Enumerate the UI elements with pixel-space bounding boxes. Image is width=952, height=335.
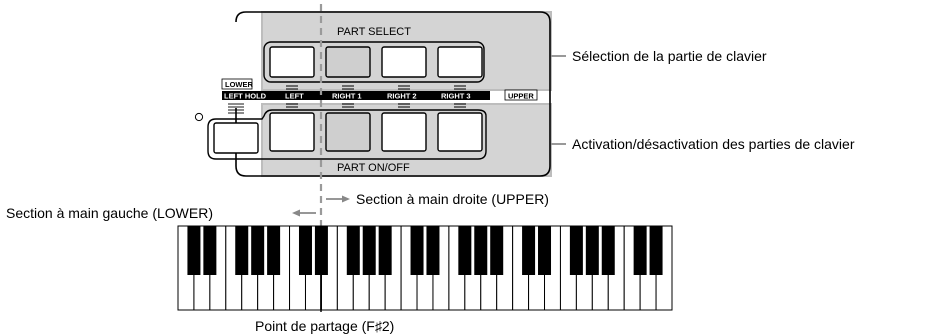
left-hold-button[interactable] [213, 122, 259, 154]
black-key [203, 226, 217, 275]
part-select-left-button[interactable] [269, 46, 315, 78]
on-off-right3-button[interactable] [437, 112, 483, 152]
right-section-label: Section à main droite (UPPER) [356, 191, 549, 207]
part-label-left-hold: LEFT HOLD [224, 92, 267, 101]
black-key [569, 226, 583, 275]
black-key [378, 226, 392, 275]
black-key [251, 226, 265, 275]
lower-tag: LOWER [225, 80, 253, 89]
part-label-left: LEFT [285, 92, 304, 101]
part-select-label: PART SELECT [337, 26, 411, 38]
part-select-right2-button[interactable] [381, 46, 427, 78]
black-key [267, 226, 281, 275]
black-key [474, 226, 488, 275]
lamp-indicators [286, 85, 466, 90]
black-key [426, 226, 440, 275]
left-hold-indicator [228, 103, 244, 114]
part-select-right3-button[interactable] [437, 46, 483, 78]
part-select-group [263, 41, 485, 83]
part-on-off-label: PART ON/OFF [337, 162, 410, 174]
black-key [522, 226, 536, 275]
on-off-right2-button[interactable] [381, 112, 427, 152]
split-point-label: Point de partage (F♯2) [255, 318, 394, 334]
part-on-off-group [207, 109, 487, 160]
part-label-strip [222, 91, 490, 100]
on-off-lamp-indicators [286, 103, 466, 108]
lower-tag-box [221, 78, 253, 90]
on-off-right1-button[interactable] [325, 112, 371, 152]
black-key [298, 226, 312, 275]
part-label-right2: RIGHT 2 [387, 92, 417, 101]
part-label-right3: RIGHT 3 [441, 92, 471, 101]
black-key [649, 226, 663, 275]
black-key [585, 226, 599, 275]
part-label-right1: RIGHT 1 [332, 92, 362, 101]
black-key [187, 226, 201, 275]
upper-tag-box [504, 89, 538, 101]
left-arrow-icon [292, 209, 316, 217]
black-key [362, 226, 376, 275]
part-select-callout: Sélection de la partie de clavier [572, 48, 767, 64]
black-key [490, 226, 504, 275]
keyboard [177, 225, 673, 311]
black-key [410, 226, 424, 275]
black-key [458, 226, 472, 275]
indicator-circle [194, 112, 204, 122]
left-section-label: Section à main gauche (LOWER) [6, 205, 213, 221]
black-key [235, 226, 249, 275]
upper-tag: UPPER [508, 92, 534, 101]
black-key [633, 226, 647, 275]
panel-frame [235, 11, 551, 177]
on-off-left-button[interactable] [269, 112, 315, 152]
right-arrow-icon [326, 195, 350, 203]
part-select-right1-button[interactable] [325, 46, 371, 78]
part-on-off-callout: Activation/désactivation des parties de … [572, 136, 855, 152]
black-key [538, 226, 552, 275]
black-key [346, 226, 360, 275]
black-key [601, 226, 615, 275]
